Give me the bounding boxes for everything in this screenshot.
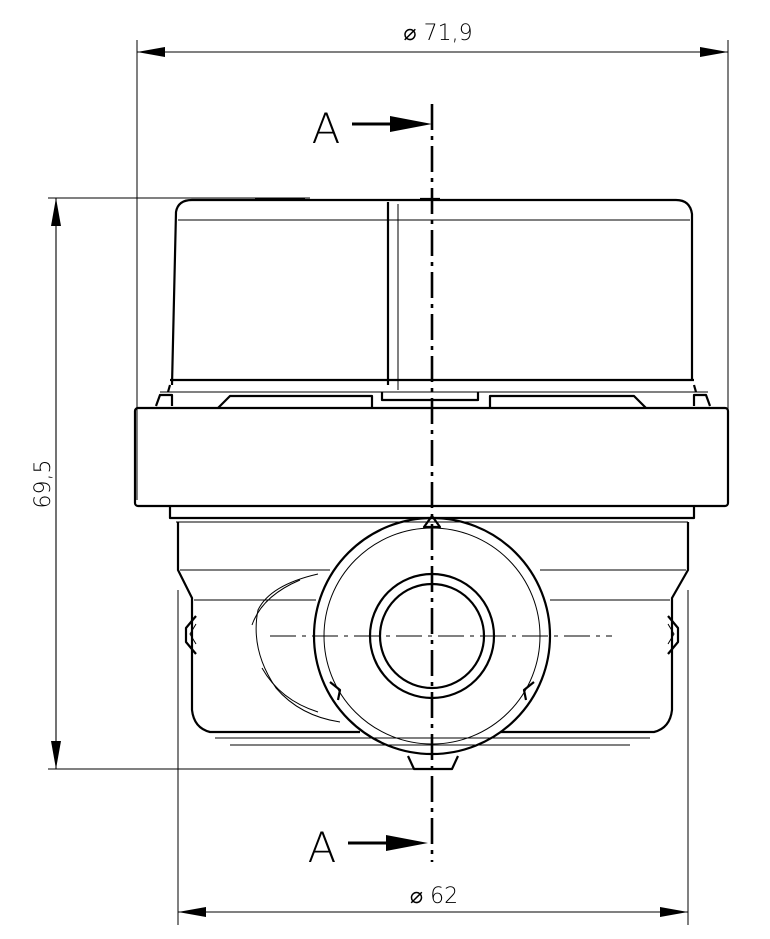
section-marker-bottom: A (308, 823, 428, 872)
height-dimension: 69,5 (31, 197, 420, 770)
outlet-connection (312, 514, 552, 756)
bottom-diameter-label: ⌀ 62 (410, 884, 458, 909)
meter-cap (154, 197, 712, 409)
section-label-top: A (312, 104, 341, 153)
top-diameter-label: ⌀ 71,9 (403, 21, 472, 46)
top-diameter-dimension: ⌀ 71,9 (136, 21, 729, 500)
section-marker-top: A (312, 104, 432, 153)
height-label: 69,5 (31, 460, 56, 509)
section-label-bottom: A (308, 823, 337, 872)
bottom-diameter-dimension: ⌀ 62 (177, 590, 689, 925)
